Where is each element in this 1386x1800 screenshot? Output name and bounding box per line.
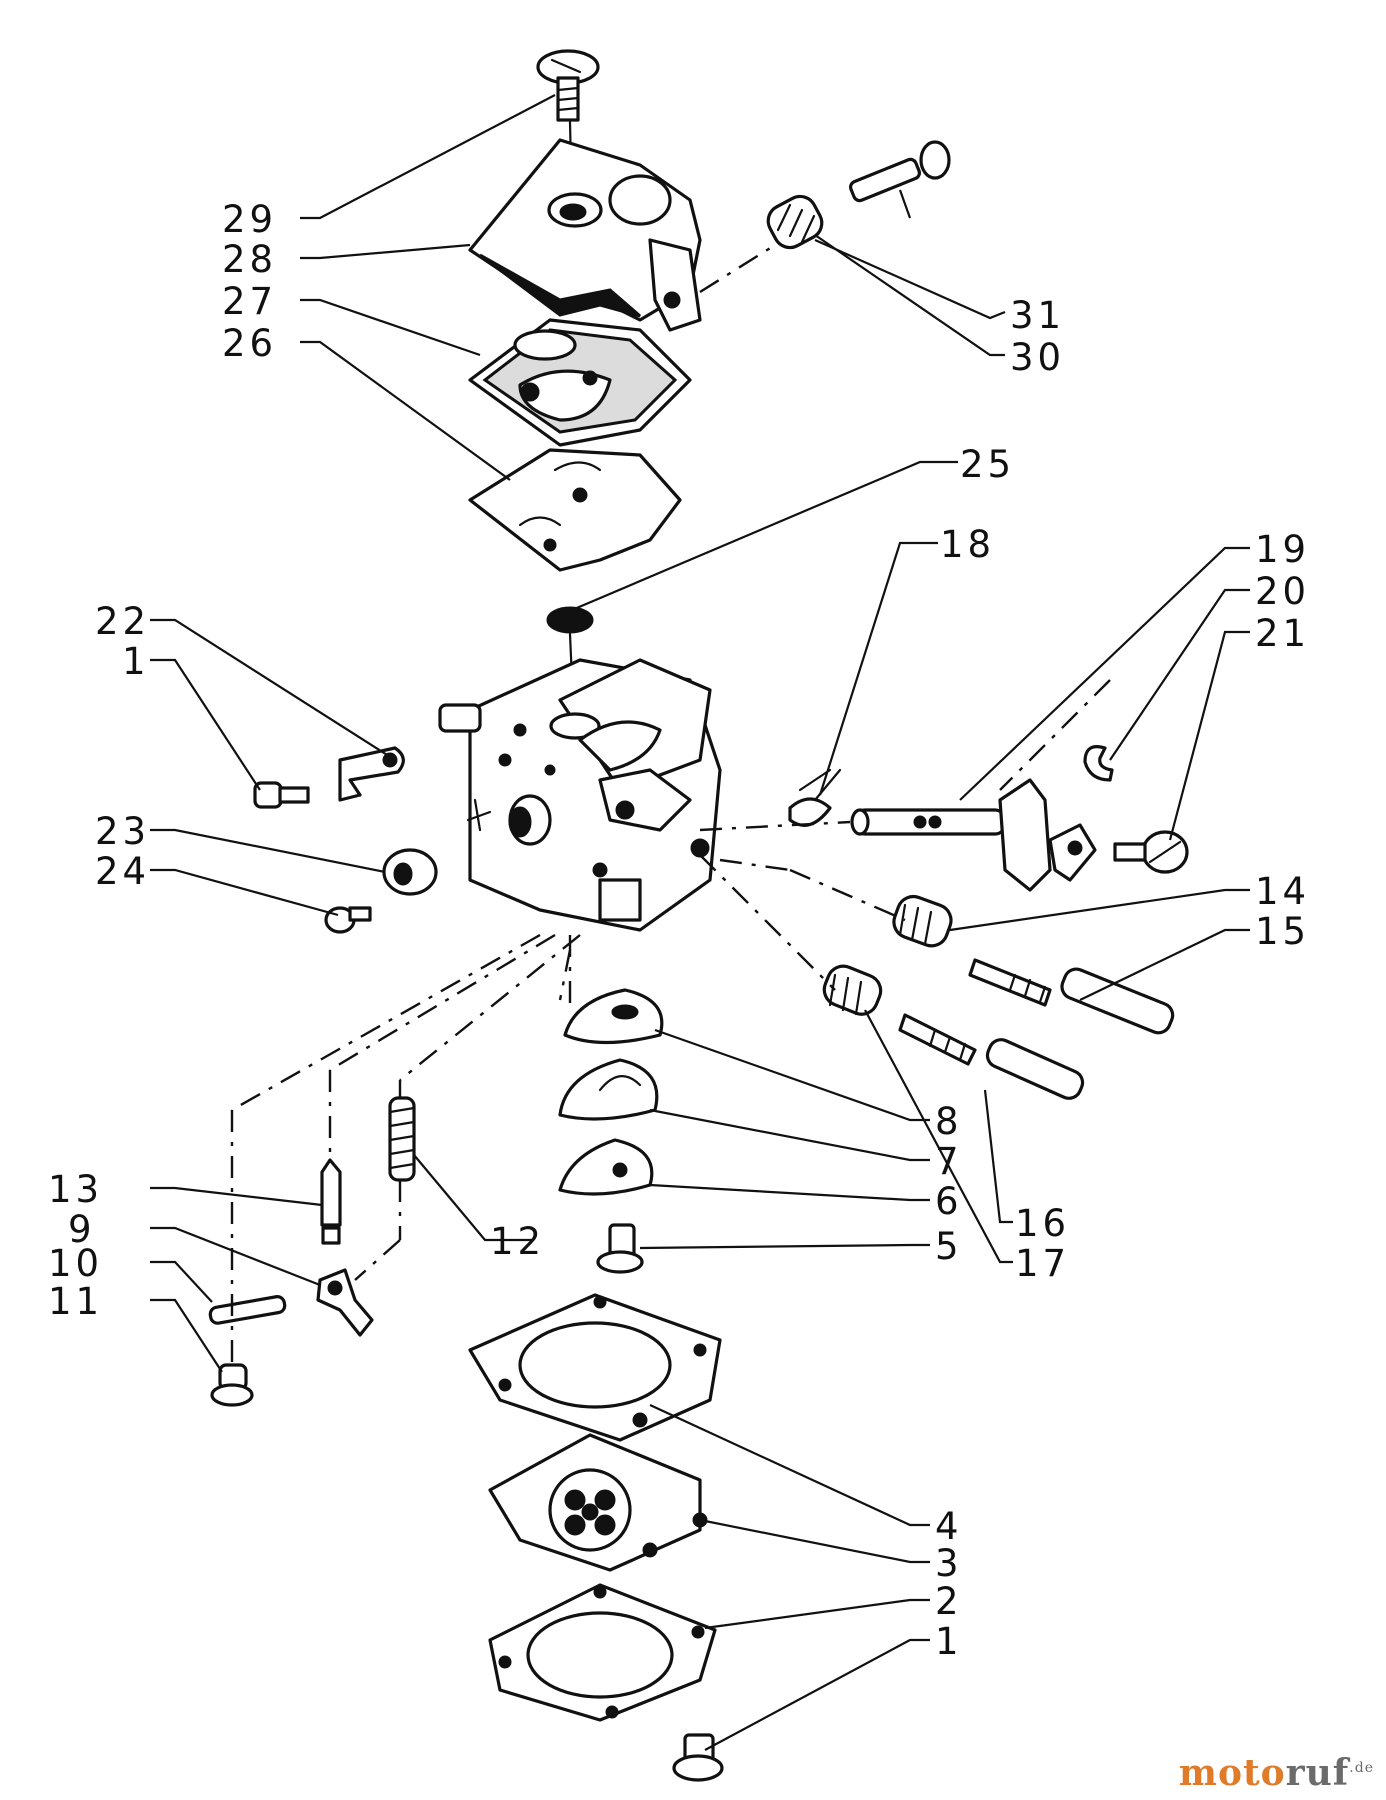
callout-1-bottom: 1	[935, 1620, 963, 1663]
part-8-plate	[563, 988, 664, 1045]
part-15-needle	[968, 958, 1175, 1035]
part-22-lever	[338, 746, 405, 802]
callout-14: 14	[1255, 870, 1310, 913]
callout-15: 15	[1255, 910, 1310, 953]
callout-25: 25	[960, 443, 1015, 486]
part-25-screen	[546, 606, 594, 682]
assembly-lines	[230, 243, 1111, 1365]
part-2-cover	[488, 1583, 717, 1722]
leader-lines	[150, 94, 1250, 1751]
callout-30: 30	[1010, 336, 1065, 379]
part-11-screw	[210, 1363, 254, 1407]
part-23-washer	[382, 848, 438, 896]
callout-4: 4	[935, 1505, 963, 1548]
callout-27: 27	[222, 280, 277, 323]
callout-29: 29	[222, 198, 277, 241]
part-5-screw	[596, 1223, 644, 1274]
callout-1-top: 1	[122, 640, 150, 683]
part-9-lever	[316, 1268, 374, 1337]
part-29-screw	[536, 49, 600, 212]
part-30-spring	[766, 194, 824, 250]
callout-2: 2	[935, 1580, 963, 1623]
callout-numbers: 29 28 27 26 31 30 25 18 19 20 21 22 1 23…	[48, 198, 1310, 1663]
part-20-clip	[1083, 745, 1114, 782]
part-6-plate	[558, 1138, 654, 1196]
part-31-screw	[849, 140, 951, 203]
callout-13: 13	[48, 1168, 103, 1211]
callout-7: 7	[935, 1140, 963, 1183]
callout-28: 28	[222, 238, 277, 281]
callout-10: 10	[48, 1242, 103, 1285]
watermark-de: .de	[1349, 1760, 1374, 1776]
part-4-gasket	[468, 1293, 722, 1442]
callout-22: 22	[95, 600, 150, 643]
callout-17: 17	[1015, 1242, 1070, 1285]
callout-5: 5	[935, 1225, 963, 1268]
part-27-gasket	[468, 318, 692, 447]
part-13-inlet-needle	[320, 1158, 342, 1245]
callout-16: 16	[1015, 1202, 1070, 1245]
callout-11: 11	[48, 1280, 103, 1323]
part-19-throttle-shaft	[850, 778, 1097, 892]
callout-26: 26	[222, 322, 277, 365]
callout-12: 12	[490, 1220, 545, 1263]
callout-9: 9	[68, 1208, 96, 1251]
part-16-needle	[898, 1013, 1085, 1100]
part-3-diaphragm	[488, 1433, 708, 1572]
callout-20: 20	[1255, 570, 1310, 613]
part-7-plate	[558, 1058, 659, 1121]
callout-21: 21	[1255, 612, 1310, 655]
callout-19: 19	[1255, 528, 1310, 571]
callout-8: 8	[935, 1100, 963, 1143]
part-17-spring	[822, 964, 883, 1016]
callout-23: 23	[95, 810, 150, 853]
part-18-spring	[788, 768, 842, 827]
motoruf-watermark: motoruf.de	[1179, 1752, 1374, 1794]
callout-3: 3	[935, 1542, 963, 1585]
part-26-diaphragm	[468, 448, 682, 572]
callout-6: 6	[935, 1180, 963, 1223]
callout-31: 31	[1010, 294, 1065, 337]
watermark-moto: moto	[1178, 1752, 1286, 1794]
part-21-screw	[1113, 830, 1189, 874]
part-14-spring	[892, 894, 953, 948]
part-1-screw-upper	[253, 781, 310, 809]
part-24-screw	[324, 906, 372, 934]
part-28-pump-cover	[468, 138, 702, 332]
carburetor-body	[438, 658, 722, 932]
callout-18: 18	[940, 523, 995, 566]
watermark-ruf: ruf	[1285, 1752, 1350, 1794]
part-1-screw-lower	[672, 1733, 724, 1782]
part-12-spring	[388, 1096, 416, 1182]
callout-24: 24	[95, 850, 150, 893]
part-10-pin	[208, 1295, 287, 1325]
